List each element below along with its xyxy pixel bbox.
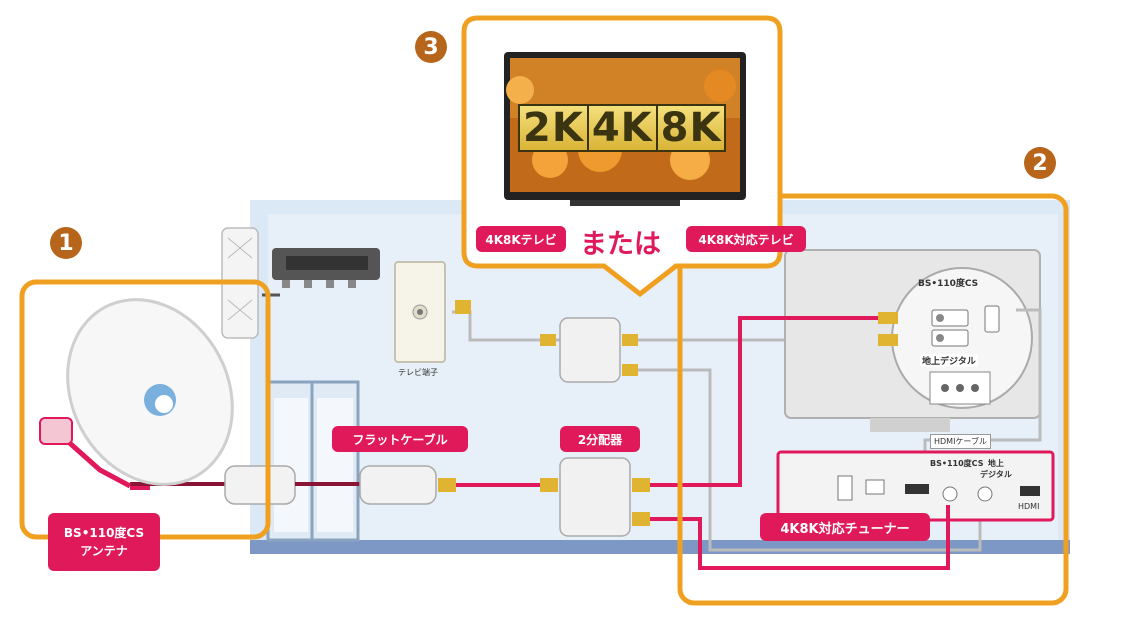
step-3-badge: 3	[415, 31, 447, 63]
tv-bs-cs-label: BS•110度CS	[918, 279, 979, 289]
hdmi-cable-label: HDMIケーブル	[930, 434, 991, 449]
badge-4k: 4K	[586, 104, 658, 152]
tuner-label: 4K8K対応チューナー	[760, 513, 930, 541]
frame-tv-tuner	[677, 193, 1069, 606]
tv-4k8k-ready-label: 4K8K対応テレビ	[686, 226, 806, 252]
splitter-label: 2分配器	[560, 426, 640, 452]
flat-cable-label: フラットケーブル	[332, 426, 468, 452]
window	[266, 380, 360, 542]
antenna-label-line2: アンテナ	[80, 544, 128, 558]
main-splitter	[559, 457, 631, 537]
tv-back-panel	[784, 249, 1041, 432]
badge-2k: 2K	[518, 104, 589, 152]
flat-cable-right-adapter	[359, 465, 437, 505]
tuner-terrestrial-label: 地上 デジタル	[980, 459, 1012, 479]
tuner-bs-cs-label: BS•110度CS	[930, 459, 984, 468]
wall-outlet	[394, 261, 446, 363]
step-1-badge: 1	[50, 227, 82, 259]
wall-outlet-label: テレビ端子	[398, 368, 438, 377]
tuner-unit	[776, 450, 1055, 522]
step-2-badge: 2	[1024, 147, 1056, 179]
antenna-label: BS•110度CS アンテナ	[48, 513, 160, 571]
tv-terrestrial-label: 地上デジタル	[920, 354, 978, 367]
flat-cable-left-adapter	[224, 465, 296, 505]
badge-8k: 8K	[655, 104, 727, 152]
tv-4k8k-label: 4K8Kテレビ	[476, 226, 566, 252]
or-label: または	[580, 229, 661, 260]
antenna-label-line1: BS•110度CS	[63, 526, 145, 540]
booster-unit	[262, 248, 380, 297]
tuner-hdmi-label: HDMI	[1018, 502, 1040, 511]
satellite-dish	[39, 298, 234, 489]
upper-splitter	[559, 317, 621, 383]
screen-resolution-badge: 2K 4K 8K	[518, 104, 727, 152]
